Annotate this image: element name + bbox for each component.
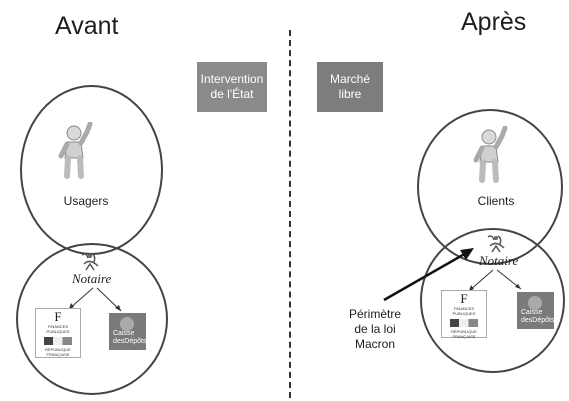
finances-publiques-logo-icon: F FINANCES PUBLIQUES RÉPUBLIQUE FRANÇAIS… xyxy=(441,290,487,339)
after-title: Après xyxy=(461,8,527,36)
clients-label: Clients xyxy=(477,194,515,208)
state-intervention-box: Intervention de l'État xyxy=(197,62,267,112)
cdc-line2: des xyxy=(113,338,125,345)
annotation-line2: de la loi xyxy=(354,322,396,336)
notaire-logo-icon xyxy=(81,253,99,271)
annotation-line3: Macron xyxy=(354,337,395,351)
before-title: Avant xyxy=(55,12,119,40)
column-divider xyxy=(289,30,291,398)
caisse-des-depots-logo-icon: Caisse desDépôts xyxy=(109,313,146,350)
cdc-line3: Dépôts xyxy=(124,338,147,345)
free-market-box: Marché libre xyxy=(317,62,383,112)
users-label: Usagers xyxy=(63,194,109,208)
notary-label: Notaire xyxy=(72,271,112,286)
fin-pub-label: FINANCES PUBLIQUES xyxy=(452,306,476,316)
notary-circle xyxy=(420,228,565,373)
notary-circle xyxy=(16,243,168,395)
republic-label: RÉPUBLIQUE FRANÇAISE xyxy=(451,329,477,339)
cdc-line1: Caisse xyxy=(521,309,543,316)
arrow-icon xyxy=(468,269,522,292)
person-waving-icon xyxy=(473,126,508,183)
finances-publiques-logo-icon: F FINANCES PUBLIQUES RÉPUBLIQUE FRANÇAIS… xyxy=(35,308,81,358)
cdc-line1: Caisse xyxy=(113,330,135,337)
caisse-des-depots-logo-icon: Caisse desDépôts xyxy=(517,292,554,329)
cdc-line2: des xyxy=(521,317,533,324)
perimeter-arrow-icon xyxy=(383,248,474,302)
notaire-logo-icon xyxy=(487,235,505,253)
republic-label: RÉPUBLIQUE FRANÇAISE xyxy=(45,347,71,357)
person-waving-icon xyxy=(58,122,93,179)
fin-pub-label: FINANCES PUBLIQUES xyxy=(46,324,70,334)
arrow-icon xyxy=(68,287,122,312)
perimeter-annotation: Périmètre de la loi Macron xyxy=(340,307,410,352)
annotation-line1: Périmètre xyxy=(348,307,401,321)
notary-label: Notaire xyxy=(479,253,519,268)
cdc-line3: Dépôts xyxy=(532,317,555,324)
